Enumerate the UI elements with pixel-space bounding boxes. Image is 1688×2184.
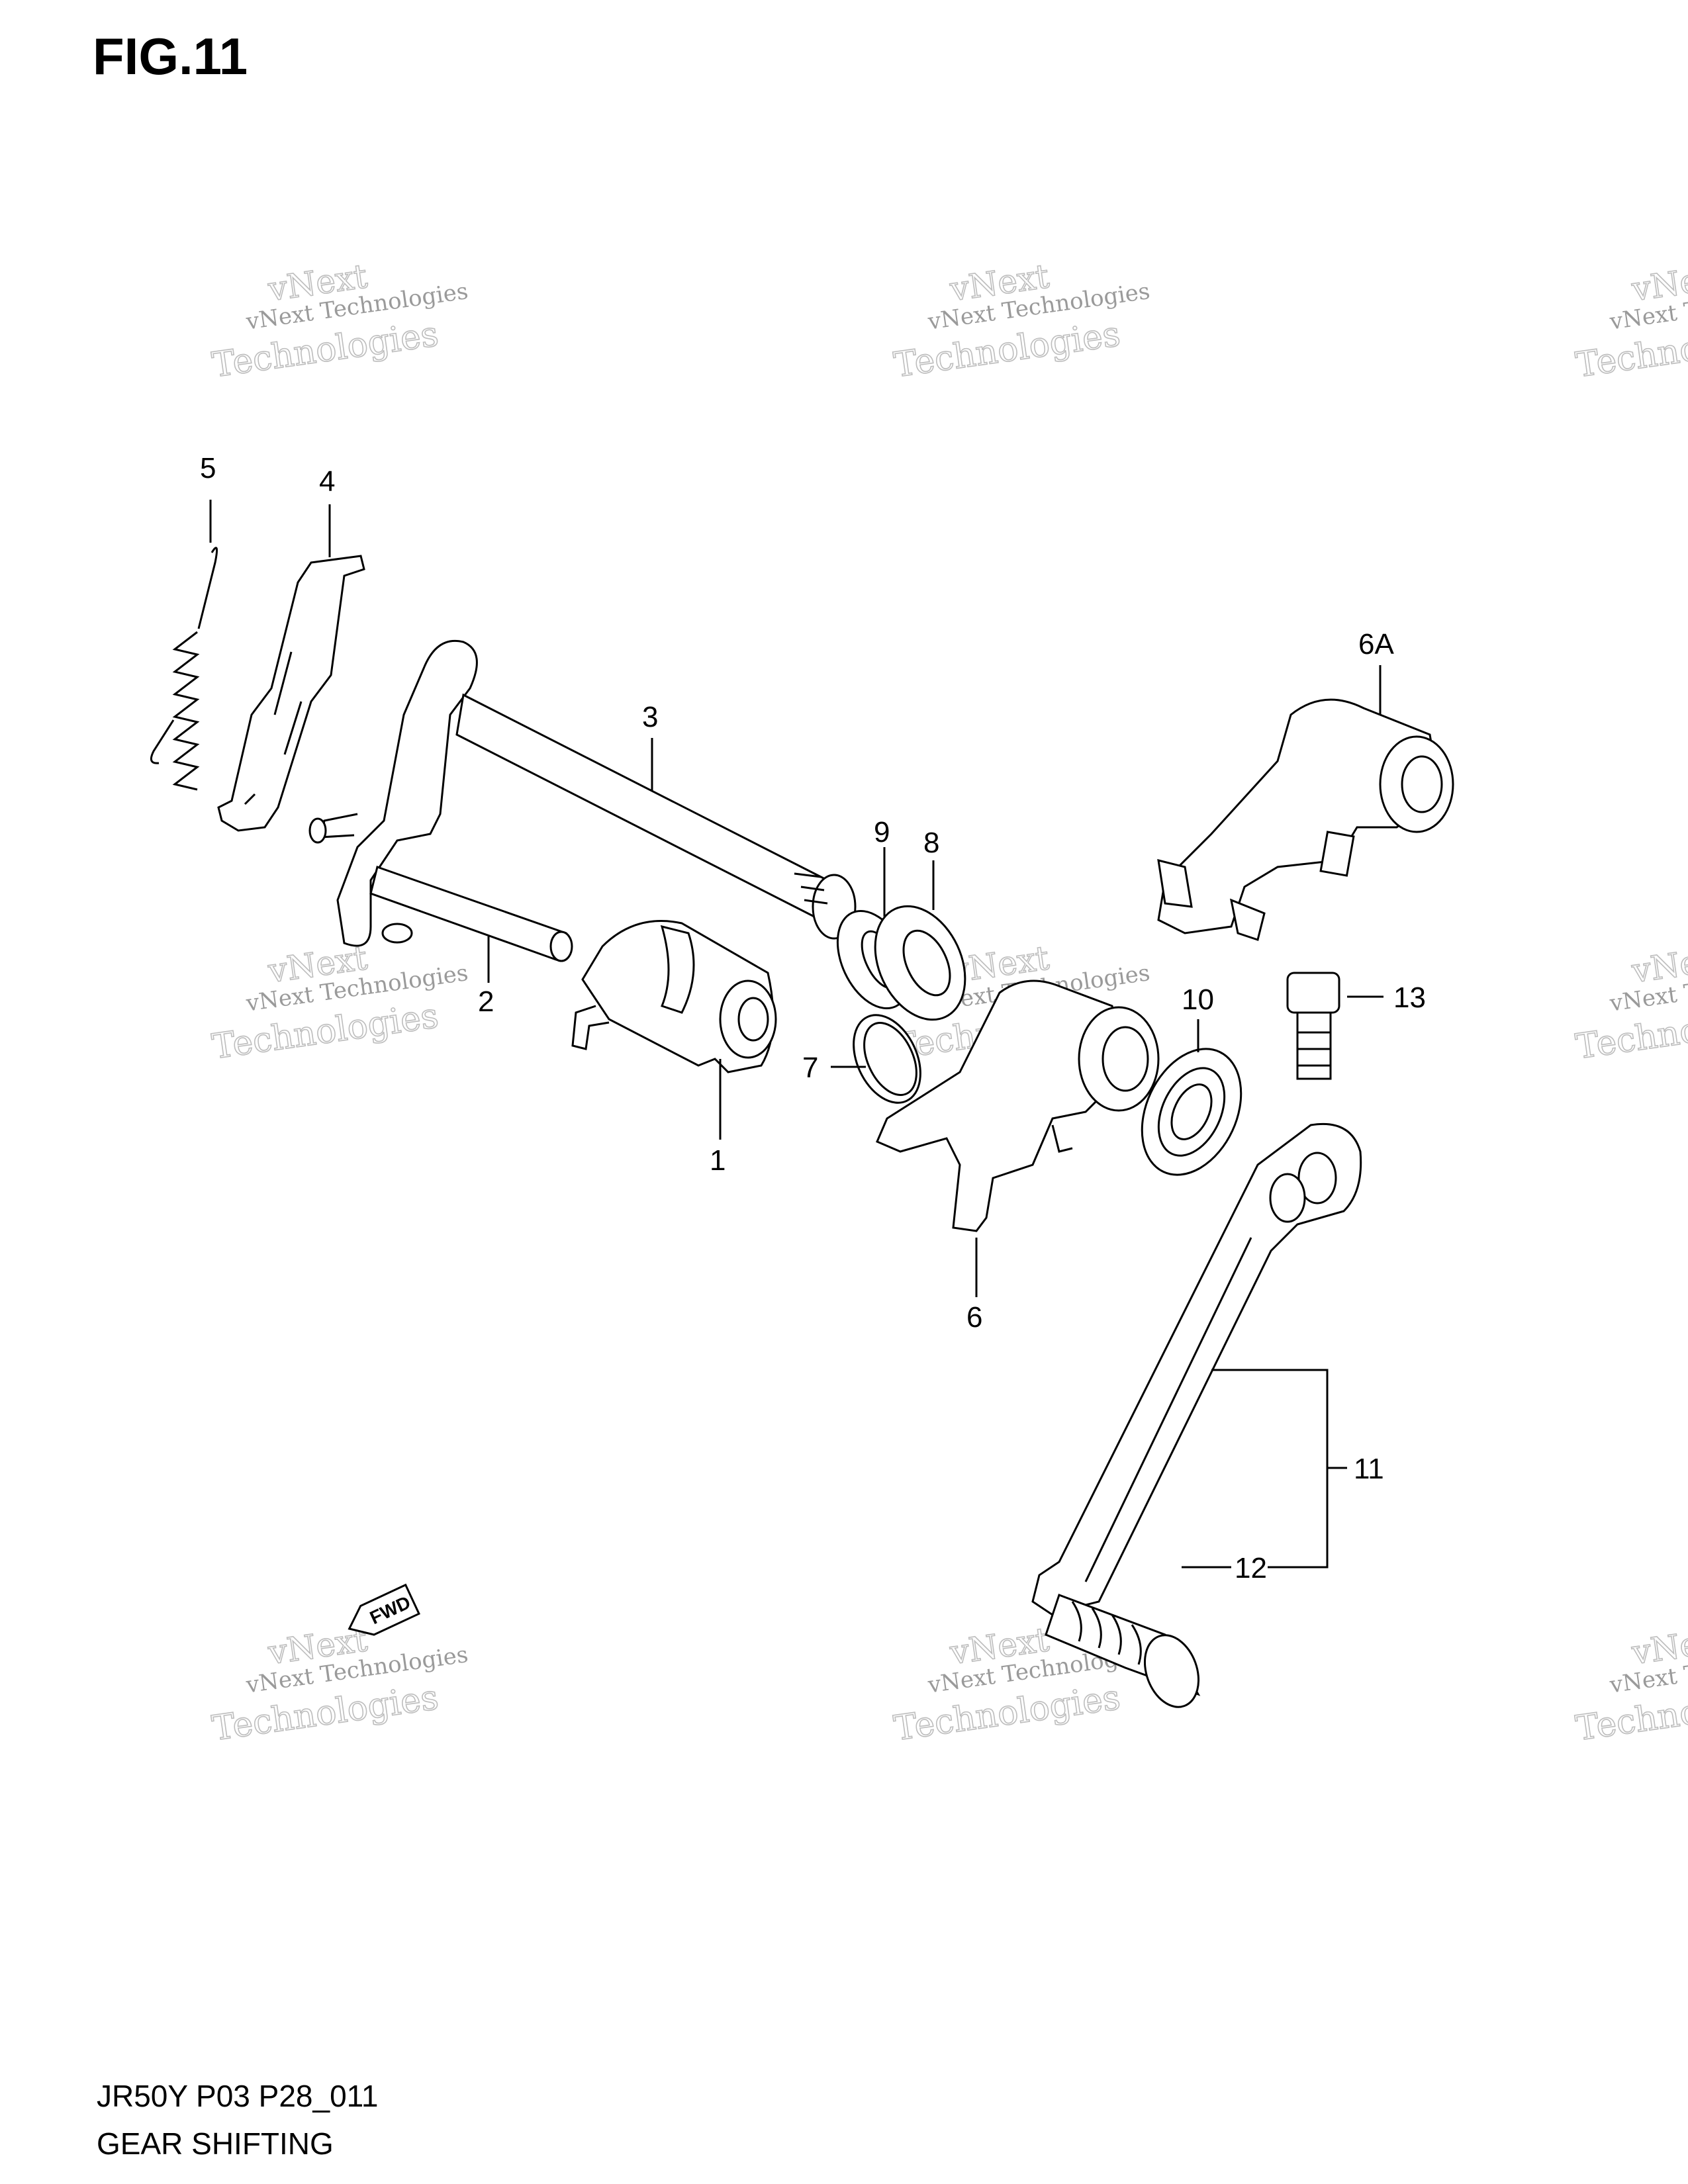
watermark: vNext vNext Technologies Technologies [891,256,1152,386]
part-2-shaft [369,866,573,962]
svg-text:Technologies: Technologies [892,1678,1123,1749]
watermark: vNext vNext Technologies Technologies [1573,1619,1688,1749]
figure-title: FIG.11 [93,27,248,85]
part-12-shift-rubber [1045,1594,1201,1708]
callout-6: 6 [966,1301,982,1334]
part-6-shift-fork [876,979,1160,1232]
callout-12: 12 [1235,1552,1267,1584]
watermark: vNext vNext Technologies Technologies [209,256,470,386]
callout-3: 3 [642,701,658,733]
part-6a-shift-fork [1157,698,1454,941]
callout-10: 10 [1182,983,1214,1016]
part-1-gearshift-cam [571,920,777,1073]
callout-4: 4 [319,465,335,498]
callout-1: 1 [710,1144,726,1177]
svg-text:Technologies: Technologies [892,314,1123,385]
model-code: JR50Y P03 P28_011 [97,2079,379,2113]
callout-labels: 5 4 3 2 1 9 8 7 10 6A 13 6 11 12 [200,452,1426,1584]
svg-text:Technologies: Technologies [210,314,441,385]
callout-6a: 6A [1358,628,1394,660]
callout-13: 13 [1393,981,1426,1014]
svg-text:Technologies: Technologies [210,1678,441,1749]
svg-text:Technologies: Technologies [210,996,441,1067]
watermark: vNext vNext Technologies Technologies [1573,938,1688,1068]
leader-lines [209,500,1383,1569]
callout-9: 9 [874,816,890,848]
part-7-circlip [853,1014,921,1104]
part-13-bolt [1286,972,1340,1080]
part-11-gearshift-lever [1031,1122,1362,1616]
section-name: GEAR SHIFTING [97,2126,334,2161]
part-4-stopper-plate [217,555,365,832]
watermark: vNext vNext Technologies Technologies [1573,256,1688,386]
callout-7: 7 [802,1052,818,1084]
callout-8: 8 [923,827,939,859]
watermark: vNext vNext Technologies Technologies [209,938,470,1068]
part-10-bearing [1141,1048,1243,1176]
callout-11: 11 [1354,1453,1384,1485]
callout-2: 2 [478,985,494,1018]
part-3-gearshift-shaft [308,639,857,947]
watermark: vNext vNext Technologies Technologies [209,1619,470,1749]
part-8-washer [874,905,966,1021]
part-5-spring [150,547,218,791]
callout-5: 5 [200,452,216,484]
